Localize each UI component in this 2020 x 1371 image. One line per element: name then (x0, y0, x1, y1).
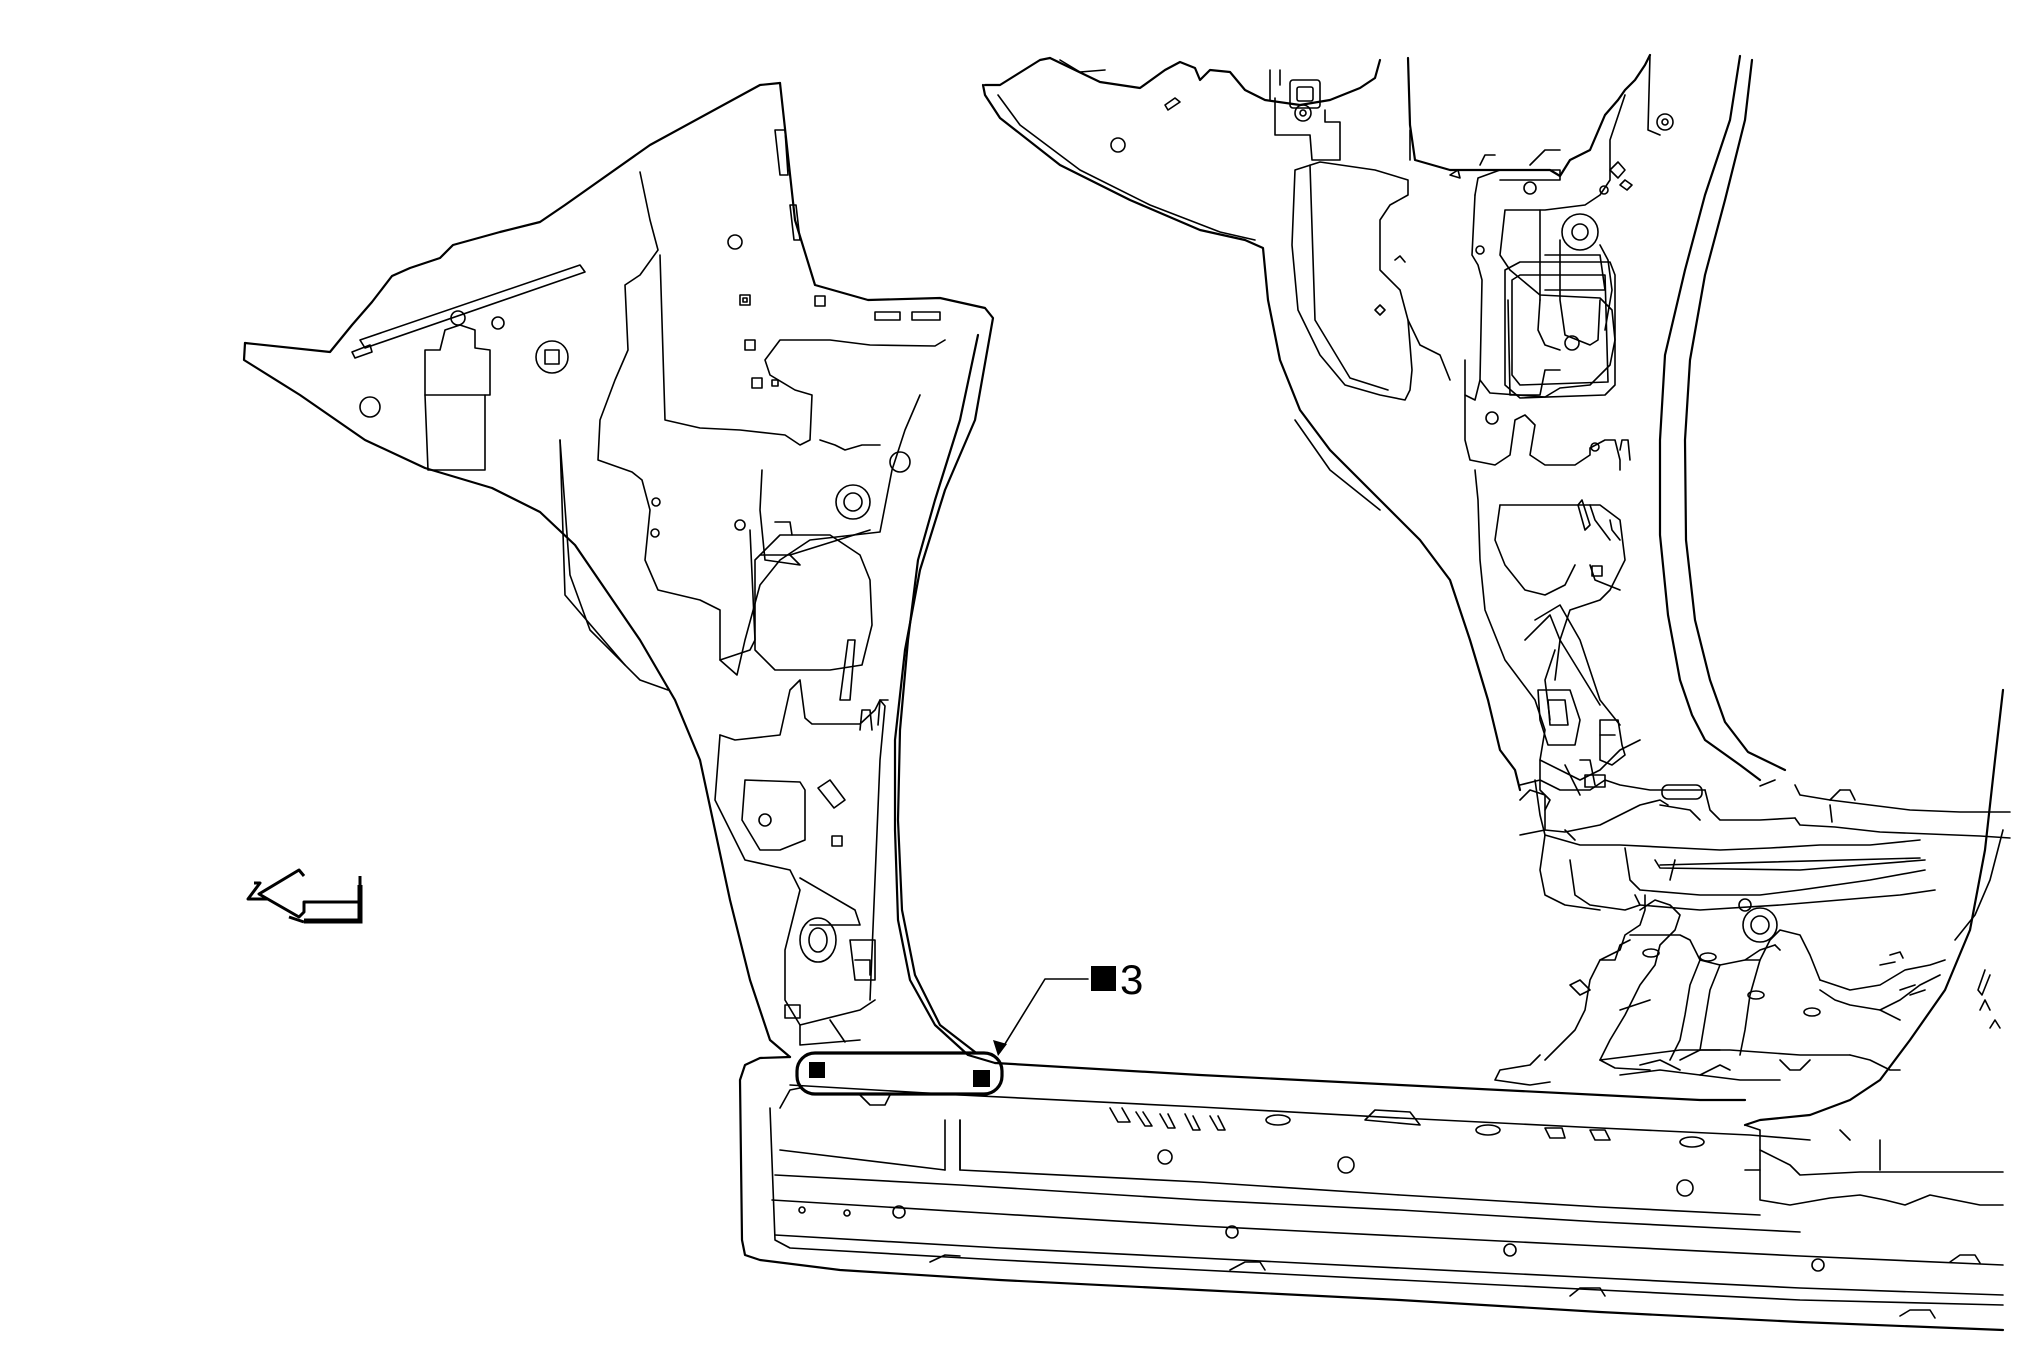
center-pillar-opening (1504, 261, 1616, 399)
leader-arrowhead (993, 1040, 1007, 1056)
callout-highlight-box (795, 1051, 1004, 1096)
front-arrow-left (246, 868, 363, 924)
front-pillar-panel (242, 81, 997, 1065)
center-pillar-details (1110, 69, 1674, 577)
callout-group: 3 (795, 956, 1143, 1096)
leader-line (999, 978, 1089, 1053)
floor-structure (1494, 779, 1946, 1086)
center-pillar-panel (981, 53, 2011, 839)
callout-number: 3 (1120, 956, 1143, 1003)
rear-quarter-panel (1619, 688, 2005, 1127)
callout-square-left (809, 1062, 825, 1078)
rocker-panel (738, 1055, 2005, 1332)
front-pillar-details (351, 129, 941, 1019)
callout-marker-square (1091, 966, 1116, 991)
callout-square-right (973, 1070, 990, 1087)
front-pillar-opening (754, 534, 873, 671)
